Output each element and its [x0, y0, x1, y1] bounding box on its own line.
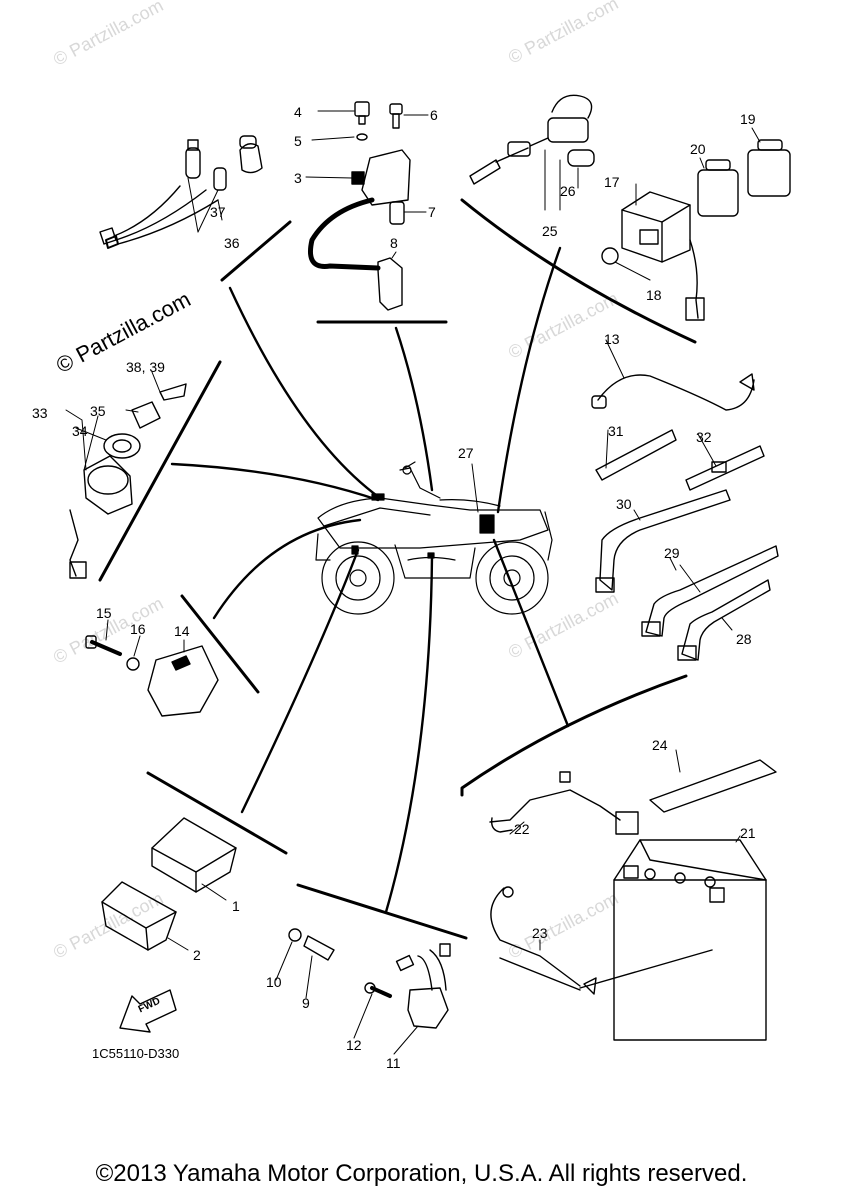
callout-22: 22 — [514, 821, 530, 837]
region-dividers — [98, 198, 697, 940]
callout-18: 18 — [646, 287, 662, 303]
callout-11: 11 — [386, 1055, 401, 1071]
callout-20: 20 — [690, 141, 706, 157]
callout-9: 9 — [302, 995, 310, 1011]
callout-5: 5 — [294, 133, 302, 149]
harness-25-26 — [469, 94, 595, 185]
divider-ignition-coil — [220, 220, 292, 282]
callout-7: 7 — [428, 204, 436, 220]
ignition-coil — [361, 149, 411, 206]
drawing-code: 1C55110-D330 — [92, 1046, 180, 1061]
callout-35: 35 — [90, 403, 106, 419]
divider-relay — [460, 198, 697, 344]
callout-1: 1 — [232, 898, 240, 914]
divider-sensor — [296, 883, 468, 940]
rectifier-group — [85, 635, 219, 717]
divider-left-switch — [98, 360, 222, 582]
callout-36: 36 — [224, 235, 240, 251]
callout-19: 19 — [740, 111, 756, 127]
callout-34: 34 — [72, 423, 88, 439]
callout-25: 25 — [542, 223, 558, 239]
callout-14: 14 — [174, 623, 190, 639]
callout-10: 10 — [266, 974, 282, 990]
callout-6: 6 — [430, 107, 438, 123]
callout-27: 27 — [458, 445, 474, 461]
callout-24: 24 — [652, 737, 668, 753]
callout-21: 21 — [740, 825, 756, 841]
battery-group — [489, 759, 777, 1041]
ignition-coil-group — [308, 101, 411, 311]
callout-33: 33 — [32, 405, 48, 421]
callout-12: 12 — [346, 1037, 362, 1053]
fwd-arrow-icon — [119, 989, 177, 1033]
starter-relay-group — [601, 139, 791, 321]
callout-38-39: 38, 39 — [126, 359, 165, 375]
callout-2: 2 — [193, 947, 201, 963]
wire-harness-36-37 — [99, 135, 263, 249]
callout-26: 26 — [560, 183, 576, 199]
ignition-switch-group — [69, 383, 187, 579]
atv-illustration — [315, 461, 553, 615]
divider-cdi — [146, 771, 288, 855]
callout-29: 29 — [664, 545, 680, 561]
callout-3: 3 — [294, 170, 302, 186]
leader-curves — [170, 246, 570, 914]
copyright-notice: ©2013 Yamaha Motor Corporation, U.S.A. A… — [95, 1160, 748, 1187]
callout-28: 28 — [736, 631, 752, 647]
callout-23: 23 — [532, 925, 548, 941]
callout-leaders — [65, 110, 761, 1055]
cdi-group — [101, 817, 237, 951]
callout-8: 8 — [390, 235, 398, 251]
divider-rectifier — [180, 594, 260, 694]
sensor-group — [288, 928, 451, 1029]
callout-16: 16 — [130, 621, 146, 637]
divider-battery — [460, 674, 688, 797]
callout-31: 31 — [608, 423, 624, 439]
callout-13: 13 — [604, 331, 620, 347]
callout-4: 4 — [294, 104, 302, 120]
callout-32: 32 — [696, 429, 712, 445]
clamps-bands-group — [591, 373, 779, 661]
callout-17: 17 — [604, 174, 620, 190]
callout-30: 30 — [616, 496, 632, 512]
callout-37: 37 — [210, 204, 226, 220]
callout-15: 15 — [96, 605, 112, 621]
